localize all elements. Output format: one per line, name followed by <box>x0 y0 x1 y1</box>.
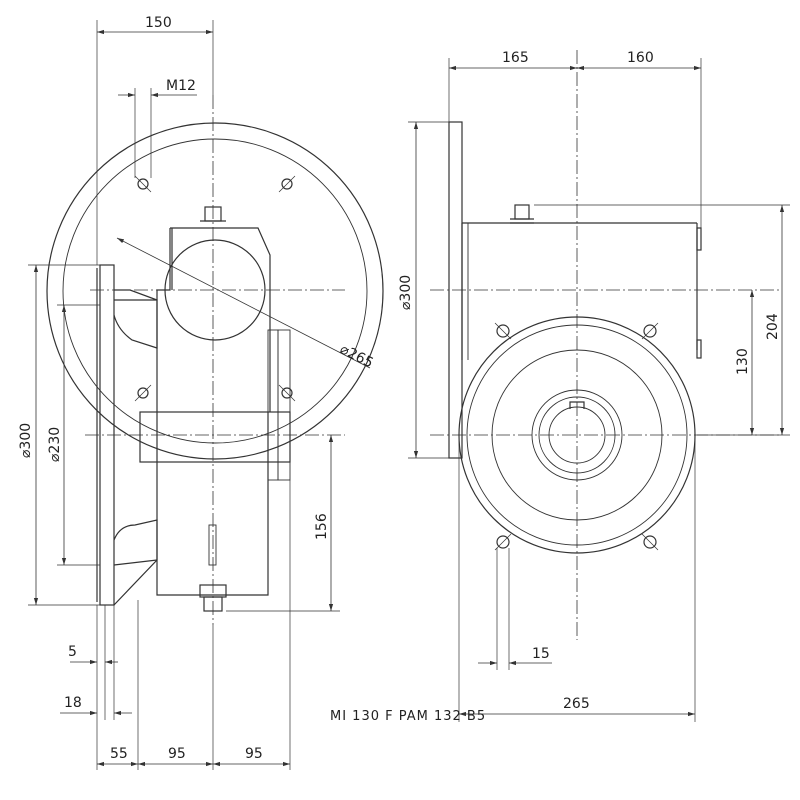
right-flange-inner <box>491 349 663 521</box>
dim-left-230: ⌀230 <box>47 304 100 566</box>
right-view: 165 160 ⌀300 204 130 15 <box>398 50 790 722</box>
dim-160-label: 160 <box>627 50 654 66</box>
dim-18-label: 18 <box>64 695 82 711</box>
dim-265-label: 265 <box>563 696 590 712</box>
dim-130-label: 130 <box>735 348 751 375</box>
dim-156-label: 156 <box>314 513 330 540</box>
dim-150: 150 <box>96 15 214 265</box>
dim-95a-label: 95 <box>168 746 186 762</box>
model-label: MI 130 F PAM 132 B5 <box>330 709 486 724</box>
right-hub-outer <box>531 389 623 481</box>
right-bolt-holes <box>494 322 659 551</box>
dim-18: 18 <box>60 605 132 720</box>
dim-130: 130 <box>735 290 755 435</box>
dim-55-label: 55 <box>110 746 128 762</box>
dim-m12-label: M12 <box>166 78 196 94</box>
left-housing <box>139 206 291 612</box>
dim-204-label: 204 <box>765 313 781 340</box>
dim-156: 156 <box>226 435 340 612</box>
right-keyway <box>569 401 585 409</box>
dim-right-300-label: ⌀300 <box>398 275 414 310</box>
dim-5: 5 <box>68 605 118 770</box>
left-motor-flange <box>96 264 158 606</box>
dim-bottom-chain: 55 95 95 <box>97 480 291 770</box>
dim-95b-label: 95 <box>245 746 263 762</box>
dim-265: 265 <box>458 435 696 722</box>
left-view: 150 M12 ⌀265 ⌀300 ⌀230 <box>18 15 384 770</box>
dim-5-label: 5 <box>68 644 77 660</box>
dim-204: 204 <box>534 204 790 436</box>
dim-15: 15 <box>478 548 552 670</box>
dim-right-300: ⌀300 <box>398 121 449 459</box>
dim-left-300: ⌀300 <box>18 264 100 606</box>
dim-left-230-label: ⌀230 <box>47 427 63 462</box>
right-shaft-bore <box>548 406 606 464</box>
dim-m12: M12 <box>118 78 197 178</box>
dim-150-label: 150 <box>145 15 172 31</box>
left-flange-inner <box>62 138 368 444</box>
left-flange-outer <box>46 122 384 460</box>
left-bolt-holes <box>134 175 296 402</box>
dim-165-label: 165 <box>502 50 529 66</box>
dim-165-160: 165 160 <box>448 50 702 228</box>
right-hub-mid <box>538 396 616 474</box>
right-housing <box>461 204 702 360</box>
dim-pcd-265: ⌀265 <box>116 237 376 372</box>
right-flange-mid <box>466 324 688 546</box>
dim-left-300-label: ⌀300 <box>18 423 34 458</box>
dim-15-label: 15 <box>532 646 550 662</box>
